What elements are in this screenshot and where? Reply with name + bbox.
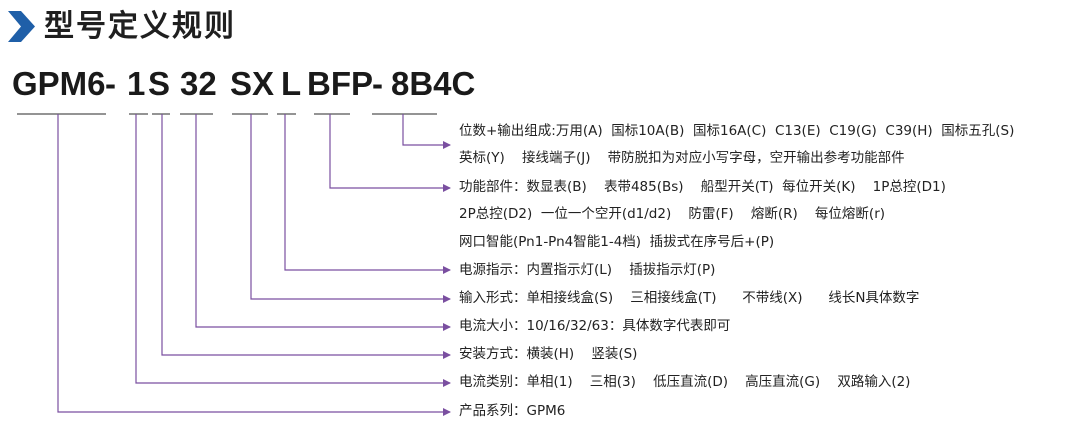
- connector-series: [57, 114, 451, 416]
- code-input: SX: [230, 65, 275, 102]
- desc-function-line1: 功能部件：数显表(B) 表带485(Bs) 船型开关(T) 每位开关(K) 1P…: [459, 179, 946, 195]
- code-positions: 8B4C: [391, 65, 476, 102]
- code-series: GPM6: [12, 65, 106, 102]
- code-mounting: S: [148, 65, 171, 102]
- desc-function-line2: 2P总控(D2) 一位一个空开(d1/d2) 防雷(F) 熔断(R) 每位熔断(…: [459, 206, 886, 222]
- connector-positions: [402, 114, 451, 149]
- code-current: 32: [180, 65, 217, 102]
- desc-current-type: 电流类别：单相(1) 三相(3) 低压直流(D) 高压直流(G) 双路输入(2): [459, 374, 911, 390]
- desc-indicator: 电源指示：内置指示灯(L) 插拔指示灯(P): [459, 262, 716, 278]
- connector-input: [250, 114, 451, 303]
- chevron-right-icon: [8, 11, 35, 42]
- desc-function-line3: 网口智能(Pn1-Pn4智能1-4档) 插拔式在序号后+(P): [459, 234, 775, 250]
- code-dash-1: -: [105, 65, 116, 102]
- section-title: 型号定义规则: [44, 9, 236, 44]
- connector-mounting: [161, 114, 451, 359]
- connector-current-type: [135, 114, 451, 387]
- desc-positions-line1: 位数+输出组成:万用(A) 国标10A(B) 国标16A(C) C13(E) C…: [459, 123, 1015, 139]
- code-dash-2: -: [372, 65, 383, 102]
- desc-current: 电流大小：10/16/32/63：具体数字代表即可: [459, 318, 731, 334]
- desc-series: 产品系列：GPM6: [459, 403, 566, 419]
- desc-mounting: 安装方式：横装(H) 竖装(S): [459, 346, 638, 362]
- code-indicator: L: [281, 65, 302, 102]
- code-function: BFP: [307, 65, 373, 102]
- connector-function: [329, 114, 451, 192]
- desc-positions-line2: 英标(Y) 接线端子(J) 带防脱扣为对应小写字母，空开输出参考功能部件: [459, 150, 905, 166]
- connector-current: [195, 114, 451, 331]
- desc-input: 输入形式：单相接线盒(S) 三相接线盒(T) 不带线(X) 线长N具体数字: [459, 290, 920, 306]
- code-current-type: 1: [127, 65, 146, 102]
- connector-indicator: [284, 114, 451, 274]
